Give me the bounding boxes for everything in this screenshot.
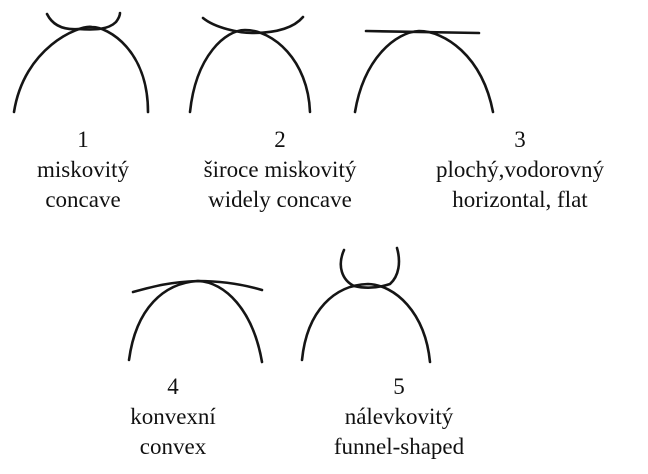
czech-label: široce miskovitý [203,157,357,182]
czech-label: konvexní [130,404,216,429]
english-label: horizontal, flat [452,187,588,212]
caption-funnel: 5 nálevkovitý funnel-shaped [304,372,494,462]
caption-widely-concave: 2 široce miskovitý widely concave [170,125,390,215]
shape-funnel-rim [339,246,401,290]
shape-horizontal-flat [353,29,495,114]
shape-number: 5 [393,374,405,399]
czech-label: plochý,vodorovný [435,157,604,182]
caption-convex: 4 konvexní convex [88,372,258,462]
shape-convex-rim [131,279,264,294]
caption-horizontal-flat: 3 plochý,vodorovný horizontal, flat [402,125,638,215]
shape-concave-rim [45,11,122,31]
shape-horizontal-flat-rim [364,29,481,35]
shape-number: 3 [514,127,526,152]
shape-funnel [300,246,432,364]
english-label: concave [45,187,121,212]
shape-convex [127,279,264,364]
shape-concave-dome [12,25,150,114]
shape-number: 2 [274,127,286,152]
english-label: funnel-shaped [333,434,465,459]
shape-number: 4 [167,374,179,399]
shape-widely-concave-dome [188,28,312,114]
shape-widely-concave-rim [201,15,305,35]
shape-funnel-dome [300,282,432,364]
czech-label: nálevkovitý [344,404,454,429]
english-label: convex [139,434,207,459]
shape-concave [12,11,150,114]
shape-horizontal-flat-dome [353,29,495,114]
caption-concave: 1 miskovitý concave [8,125,158,215]
czech-label: miskovitý [36,157,129,182]
english-label: widely concave [208,187,352,212]
shape-widely-concave [188,15,312,114]
shape-convex-dome [127,279,264,364]
shape-number: 1 [77,127,89,152]
